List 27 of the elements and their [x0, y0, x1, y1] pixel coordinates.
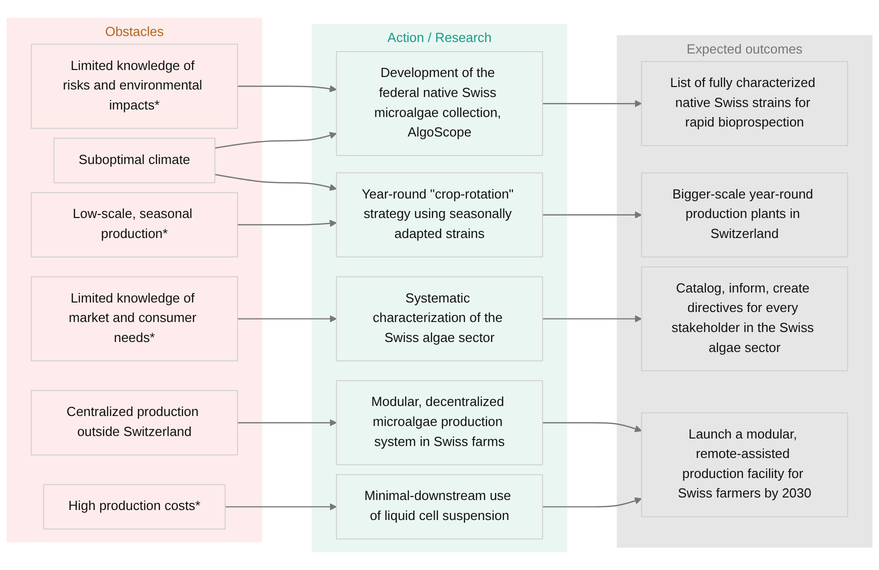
node-box: Limited knowledge of market and consumer needs*	[30, 276, 238, 362]
node-box: Low-scale, seasonal production*	[30, 192, 238, 258]
node-box: Development of the federal native Swiss microalgae collection, AlgoScope	[336, 51, 543, 156]
node-box: Limited knowledge of risks and environmental impacts*	[30, 44, 238, 129]
node-box: Catalog, inform, create directives for every stakeholder in the Swiss algae sector	[641, 266, 848, 372]
arrow	[214, 132, 337, 149]
arrow	[542, 100, 642, 108]
node-box: Minimal-downstream use of liquid cell suspension	[336, 474, 543, 540]
arrow	[237, 419, 337, 426]
node-box: Suboptimal climate	[54, 138, 216, 184]
node-box: List of fully characterized native Swiss strains for rapid bioprospection	[641, 61, 848, 146]
node-box: Launch a modular, remote-assisted production facility for Swiss farmers by 2030	[641, 412, 848, 518]
node-box: Modular, decentralized microalgae production system in Swiss farms	[336, 380, 543, 466]
node-box: Year-round "crop-rotation" strategy using seasonally adapted strains	[336, 172, 543, 258]
arrow	[237, 220, 337, 228]
arrow	[237, 315, 337, 322]
node-box: Systematic characterization of the Swiss algae sector	[336, 276, 543, 362]
arrow	[225, 503, 337, 510]
arrow	[214, 174, 337, 191]
node-box: High production costs*	[43, 484, 226, 530]
node-box: Centralized production outside Switzerland	[30, 390, 238, 456]
node-box: Bigger-scale year-round production plants in Switzerland	[641, 172, 848, 258]
arrow	[542, 422, 642, 432]
arrow	[542, 315, 642, 322]
arrow	[237, 85, 337, 92]
arrow	[542, 211, 642, 219]
arrow	[542, 497, 642, 508]
